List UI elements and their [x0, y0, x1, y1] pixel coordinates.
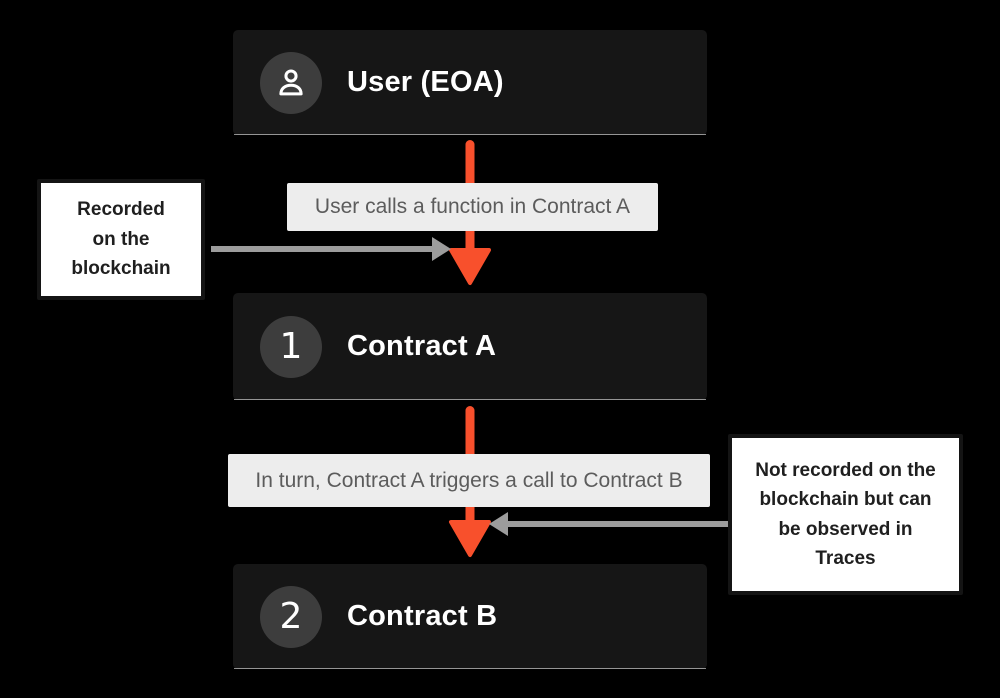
gray-arrow-recorded [211, 237, 451, 261]
contract-a-number-badge: 1 [260, 315, 322, 378]
annotation-line: blockchain but can [759, 489, 932, 511]
annotation-line: Traces [815, 547, 876, 569]
annotation-recorded-on-chain: Recorded on the blockchain [37, 179, 205, 300]
annotation-line: Recorded [77, 199, 165, 221]
caption-text: User calls a function in Contract A [314, 195, 631, 218]
node-label-user-eoa: User (EOA) [347, 66, 504, 98]
annotation-line: Not recorded on the [755, 459, 936, 481]
node-label-contract-a: Contract A [347, 330, 497, 362]
caption-a-triggers-b: In turn, Contract A triggers a call to C… [228, 454, 710, 507]
annotation-line: blockchain [71, 258, 171, 280]
annotation-line: be observed in [778, 518, 913, 540]
contract-b-number-badge: 2 [260, 585, 322, 648]
node-contract-a: 1 Contract A [233, 293, 707, 400]
caption-text: In turn, Contract A triggers a call to C… [255, 468, 683, 492]
gray-arrow-traces [489, 512, 728, 536]
node-contract-b: 2 Contract B [233, 564, 707, 669]
caption-user-calls-a: User calls a function in Contract A [287, 183, 658, 231]
badge-number: 2 [279, 595, 303, 637]
badge-number: 1 [279, 325, 303, 367]
user-avatar [260, 51, 322, 114]
node-label-contract-b: Contract B [347, 600, 498, 632]
annotation-line: on the [92, 228, 150, 250]
annotation-not-recorded-traces: Not recorded on the blockchain but can b… [728, 434, 963, 595]
node-user-eoa: User (EOA) [233, 30, 707, 135]
person-icon [279, 68, 303, 95]
